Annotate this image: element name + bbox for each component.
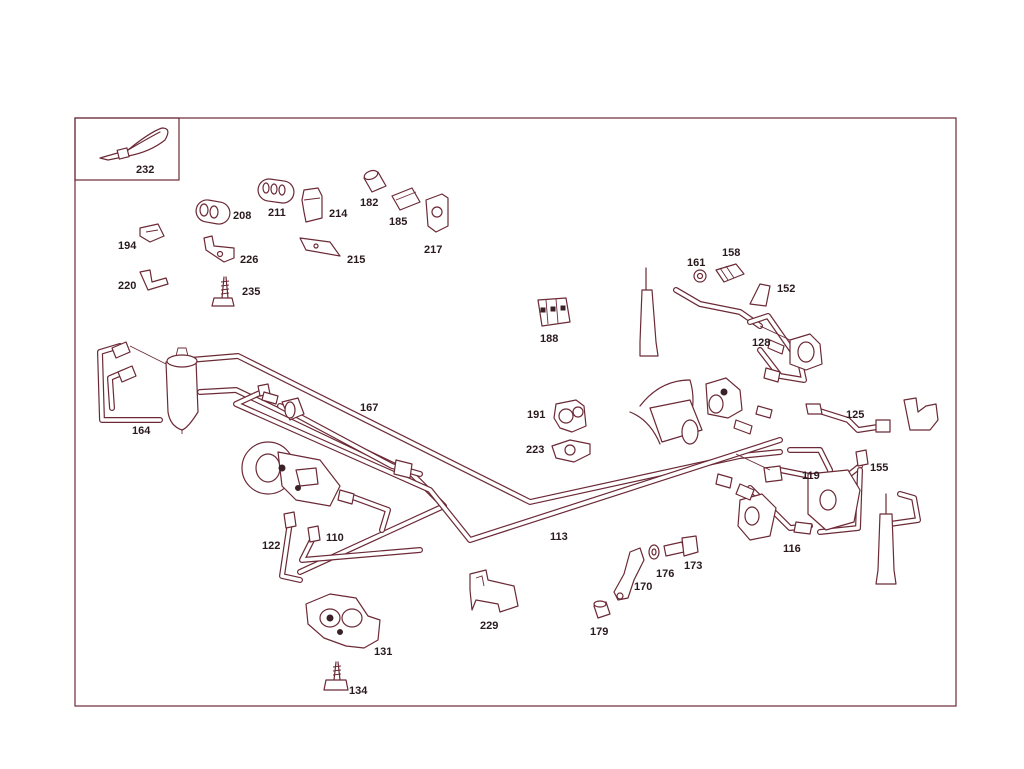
screw-235	[211, 276, 235, 307]
label-217: 217	[424, 244, 442, 256]
part-labels: 232 208 211 214 182 185 217 194 226 215 …	[118, 164, 888, 697]
label-194: 194	[118, 240, 137, 252]
clamp-223	[551, 439, 591, 463]
label-208: 208	[233, 210, 251, 222]
label-113: 113	[550, 531, 568, 543]
bracket-155	[855, 397, 939, 467]
label-226: 226	[240, 254, 258, 266]
valve-128	[763, 333, 823, 383]
plate-215	[299, 237, 341, 257]
label-191: 191	[527, 409, 545, 421]
label-161: 161	[687, 257, 705, 269]
bolt-173	[663, 535, 699, 557]
mount-131	[305, 593, 381, 649]
grommet-211	[257, 178, 295, 204]
label-185: 185	[389, 216, 407, 228]
label-173: 173	[684, 560, 702, 572]
brake-rod-right	[875, 493, 897, 585]
label-131: 131	[374, 646, 392, 658]
sleeve-182	[363, 169, 387, 193]
brake-pipes	[97, 287, 921, 583]
label-167: 167	[360, 402, 378, 414]
fittings-left	[111, 341, 413, 479]
screw-134	[323, 661, 349, 691]
brake-rod-vertical	[639, 267, 659, 357]
label-155: 155	[870, 462, 888, 474]
leader-lines	[129, 325, 791, 471]
label-235: 235	[242, 286, 260, 298]
label-125: 125	[846, 409, 864, 421]
label-128: 128	[752, 337, 770, 349]
diagram-frame	[74, 117, 957, 707]
label-170: 170	[634, 581, 652, 593]
label-211: 211	[268, 207, 286, 219]
master-cylinder-left	[241, 441, 355, 543]
label-179: 179	[590, 626, 608, 638]
label-229: 229	[480, 620, 498, 632]
label-119: 119	[802, 470, 820, 482]
cable-tie-part	[99, 127, 169, 161]
label-164: 164	[132, 425, 151, 437]
label-220: 220	[118, 280, 136, 292]
bracket-229	[469, 569, 519, 613]
label-232: 232	[136, 164, 154, 176]
pipe-bracket-152	[749, 283, 771, 307]
rear-caliper-right	[715, 465, 861, 541]
bracket-220	[139, 269, 169, 291]
label-188: 188	[540, 333, 558, 345]
grommet-208	[195, 199, 231, 225]
brake-hub-center	[629, 377, 773, 445]
bracket-226	[203, 235, 235, 263]
clip-170	[613, 547, 645, 601]
cap-179	[593, 600, 611, 619]
label-110: 110	[326, 532, 344, 544]
accumulator-164	[165, 347, 199, 434]
label-116: 116	[783, 543, 801, 555]
fitting-161-158	[693, 263, 745, 283]
label-158: 158	[722, 247, 740, 259]
clamp-217	[425, 193, 449, 233]
sleeve-185	[391, 187, 421, 211]
label-176: 176	[656, 568, 674, 580]
label-223: 223	[526, 444, 544, 456]
label-122: 122	[262, 540, 280, 552]
label-182: 182	[360, 197, 378, 209]
hose-125	[805, 403, 891, 433]
label-152: 152	[777, 283, 795, 295]
clamp-191	[553, 399, 587, 433]
rubber-block-188	[537, 297, 571, 327]
inset-frame	[74, 117, 180, 181]
clip-214	[301, 187, 323, 223]
label-214: 214	[329, 208, 348, 220]
washer-176	[648, 544, 660, 560]
label-134: 134	[349, 685, 368, 697]
clip-194	[139, 223, 165, 243]
label-215: 215	[347, 254, 365, 266]
